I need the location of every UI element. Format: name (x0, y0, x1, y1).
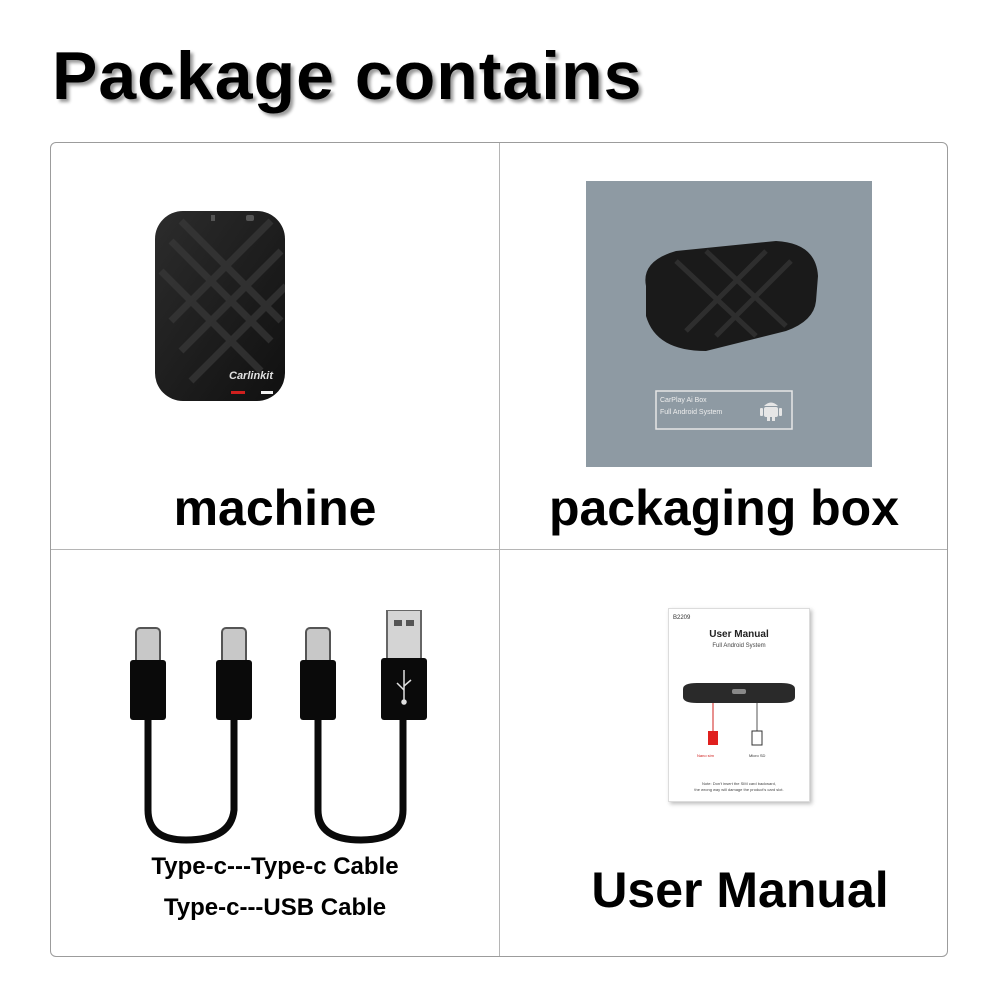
sim-card-icon (708, 731, 718, 745)
slot-label-sim: Nano sim (697, 753, 714, 758)
slot-label-sd: Micro SD (749, 753, 766, 758)
usb-symbol-icon (396, 670, 412, 705)
manual-note-line1: Note: Don't insert the SIM card backward… (702, 781, 776, 786)
android-icon (760, 402, 782, 421)
indicator-light-red (231, 391, 245, 394)
item-machine: Carlinkit machine (51, 143, 499, 549)
brand-logo: Carlinkit (229, 370, 274, 382)
item-user-manual: B2209 User Manual Full Android System Na… (500, 550, 947, 956)
caption-machine: machine (173, 480, 377, 536)
indicator-light-white (261, 391, 273, 394)
manual-subtitle: Full Android System (712, 643, 766, 649)
type-c-type-c-cable (130, 627, 252, 844)
caption-packaging-box: packaging box (548, 480, 900, 536)
item-packaging-box: CarPlay Ai Box Full Android System packa… (500, 143, 947, 549)
manual-title: User Manual (709, 629, 769, 640)
manual-image: B2209 User Manual Full Android System Na… (668, 608, 810, 802)
package-grid: Carlinkit machine (50, 142, 948, 957)
packaging-box-image: CarPlay Ai Box Full Android System (586, 181, 872, 467)
type-c-usb-cable (300, 610, 427, 844)
cables-image (130, 610, 427, 844)
box-label-line1: CarPlay Ai Box (660, 397, 707, 404)
grid-divider-horizontal (51, 549, 947, 550)
page-title: Package contains (52, 38, 643, 114)
carplay-box-image: Carlinkit (155, 211, 285, 401)
caption-usb-cable: Type-c---USB Cable (163, 894, 387, 921)
manual-code: B2209 (673, 615, 691, 621)
sd-card-icon (751, 730, 763, 746)
item-cables: Type-c---Type-c Cable Type-c---USB Cable (51, 550, 499, 956)
caption-type-c-cable: Type-c---Type-c Cable (151, 853, 399, 880)
box-label-line2: Full Android System (660, 409, 723, 416)
manual-note-line2: the wrong way will damage the product's … (694, 787, 784, 792)
caption-user-manual: User Manual (591, 862, 889, 918)
